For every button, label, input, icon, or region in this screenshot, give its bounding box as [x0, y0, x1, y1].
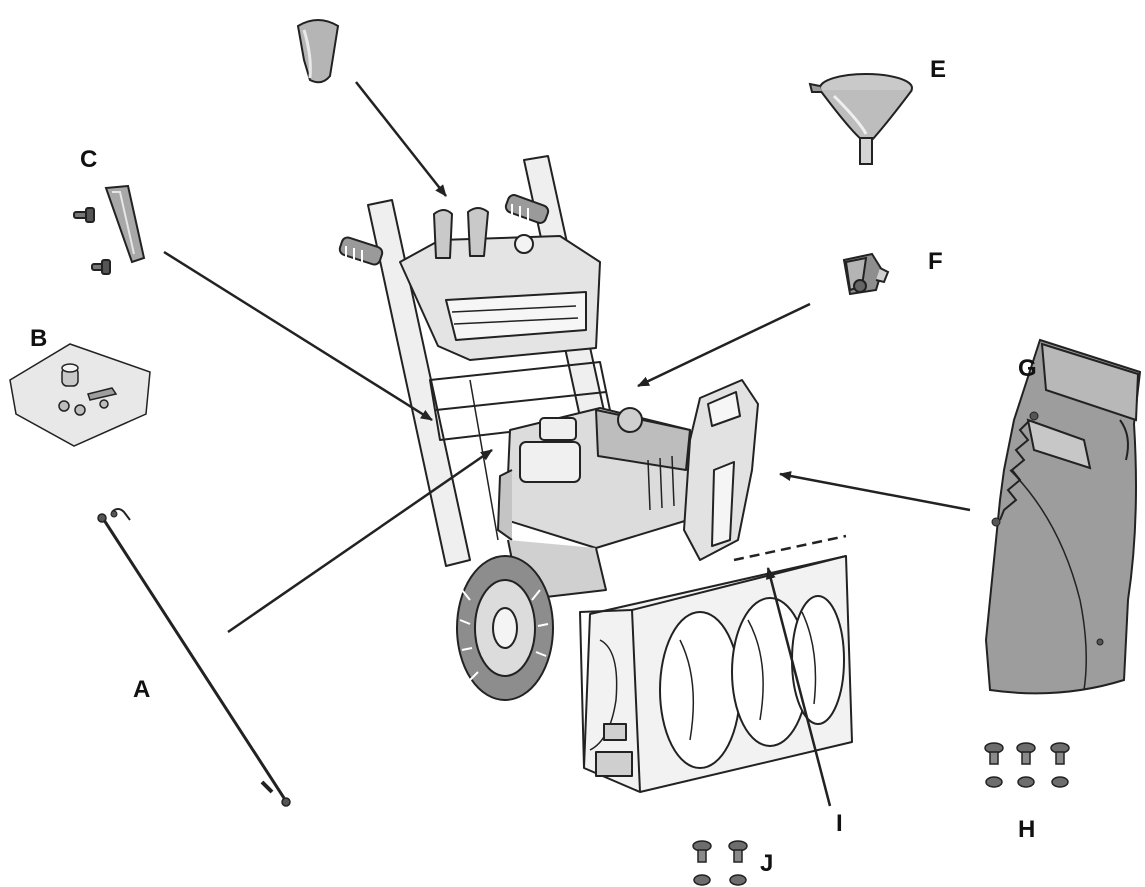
right-handle-grip: [504, 194, 550, 224]
label-h: H: [1018, 816, 1036, 843]
leader-arrows: [163, 81, 971, 807]
drive-wheel: [456, 555, 554, 701]
part-e-funnel: [808, 73, 913, 165]
part-h-bolt-1: [984, 742, 1004, 788]
part-j-bolt-1: [692, 840, 712, 886]
part-b-hardware-card: [9, 343, 151, 447]
arrow-part-i: [765, 567, 832, 807]
auger-housing: [579, 534, 853, 793]
part-c-bolt-lower: [91, 259, 111, 275]
part-g-discharge-chute: [984, 338, 1142, 695]
dash-knob: [514, 234, 534, 254]
arrow-part-g: [779, 471, 971, 512]
part-c-bolt-upper: [73, 207, 95, 223]
arrow-part-f: [637, 302, 811, 388]
label-b: B: [30, 325, 48, 352]
part-c-bracket-and-bolts: [73, 184, 146, 275]
part-g-spring: [999, 419, 1031, 521]
label-c: C: [80, 146, 98, 173]
arrow-shift-lever: [355, 81, 447, 197]
part-j-bolt-2: [728, 840, 748, 886]
engine: [497, 407, 691, 601]
label-e: E: [930, 56, 947, 83]
left-handle-grip: [338, 236, 384, 266]
label-a: A: [133, 676, 151, 703]
part-h-bolt-3: [1050, 742, 1070, 788]
snowblower-machine: [338, 155, 853, 793]
dash-lever-left: [433, 209, 453, 259]
part-j-bolts-and-nuts: [692, 840, 748, 886]
label-f: F: [928, 248, 943, 275]
label-g: G: [1018, 355, 1037, 382]
label-i: I: [836, 810, 843, 837]
part-h-bolt-2: [1016, 742, 1036, 788]
arrow-part-a: [227, 448, 493, 634]
arrow-part-c: [163, 250, 433, 422]
part-f-ignition-key: [842, 252, 890, 296]
label-j: J: [760, 850, 774, 877]
dash-lever-right: [467, 207, 489, 257]
part-a-control-rod: [97, 508, 291, 807]
shift-lever-knob-part: [296, 19, 340, 84]
part-a-clip: [110, 508, 131, 521]
part-h-bolts-and-nuts: [984, 742, 1070, 788]
